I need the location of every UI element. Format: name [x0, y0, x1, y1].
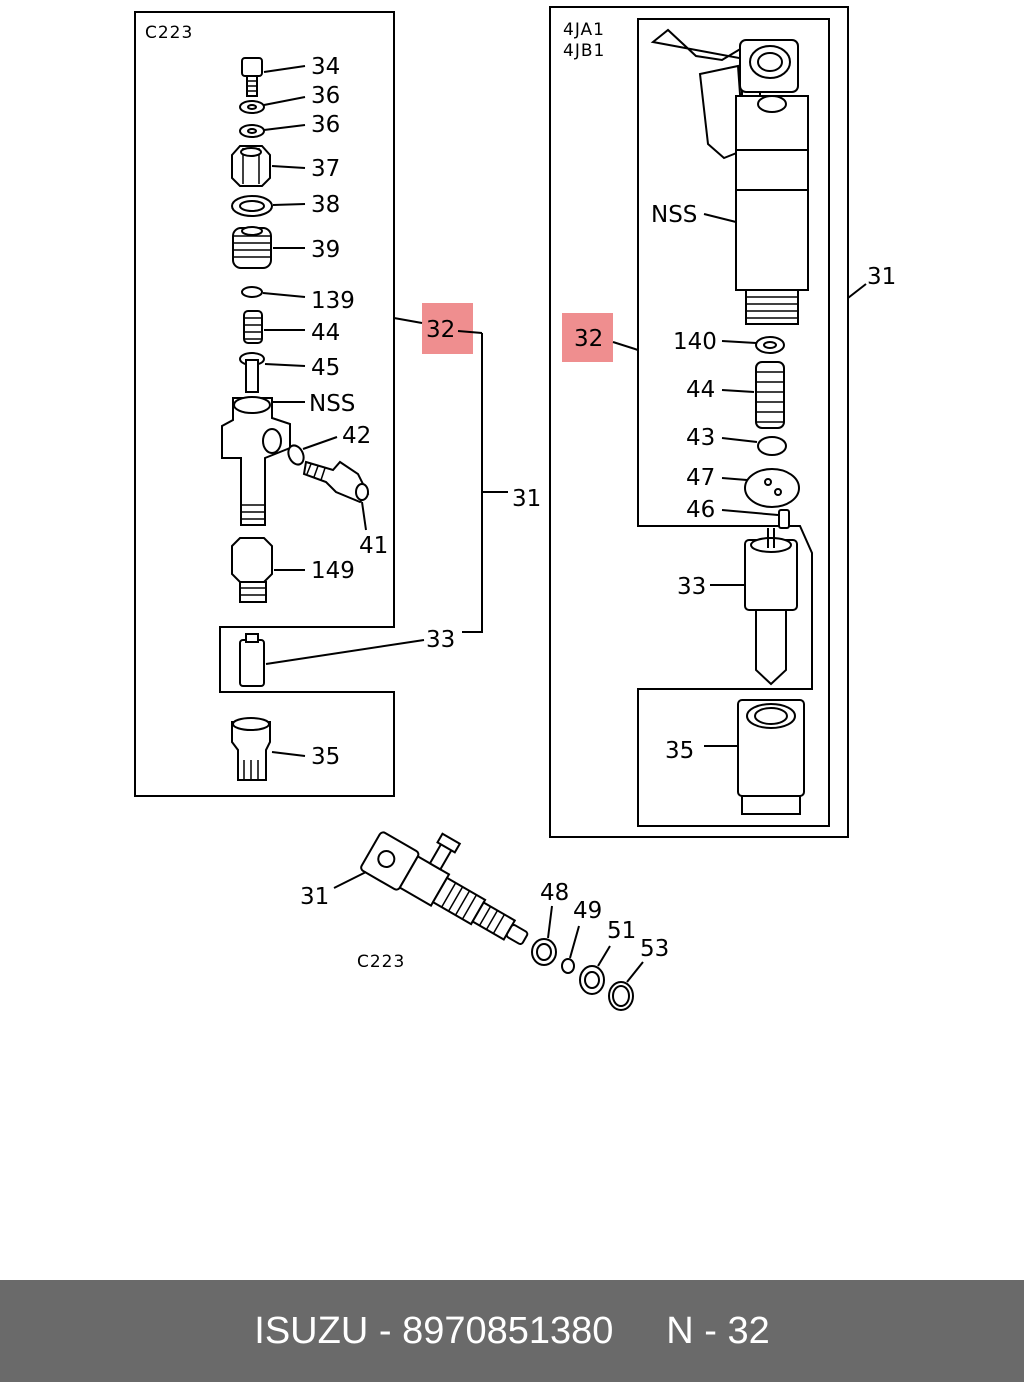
label-35-left: 35 — [311, 744, 340, 770]
label-49: 49 — [573, 898, 602, 924]
footer-page-number: 32 — [727, 1309, 770, 1352]
bottom-caption: C223 — [357, 952, 405, 972]
right-panel: 4JA1 4JB1 — [549, 6, 896, 838]
label-31-center: 31 — [512, 486, 541, 512]
label-46: 46 — [686, 497, 715, 523]
label-139: 139 — [311, 288, 355, 314]
right-caption-line1: 4JA1 — [563, 20, 605, 40]
label-35-right: 35 — [665, 738, 694, 764]
label-32-right: 32 — [574, 326, 603, 352]
label-149: 149 — [311, 558, 355, 584]
label-34: 34 — [311, 54, 340, 80]
label-31-right: 31 — [867, 264, 896, 290]
label-42: 42 — [342, 423, 371, 449]
footer-separator: - — [378, 1309, 392, 1352]
label-36a: 36 — [311, 83, 340, 109]
footer-brand: ISUZU — [254, 1309, 369, 1352]
label-39: 39 — [311, 237, 340, 263]
label-140: 140 — [673, 329, 717, 355]
center-callouts: 32 31 — [393, 303, 541, 633]
label-37: 37 — [311, 156, 340, 182]
label-nss-left: NSS — [309, 391, 355, 417]
left-panel: C223 — [134, 11, 455, 797]
label-nss-right: NSS — [651, 202, 697, 228]
label-31-bottom: 31 — [300, 884, 329, 910]
label-44: 44 — [311, 320, 340, 346]
label-48: 48 — [540, 880, 569, 906]
label-43: 43 — [686, 425, 715, 451]
label-45: 45 — [311, 355, 340, 381]
label-33-right: 33 — [677, 574, 706, 600]
highlight-box-left — [422, 303, 473, 354]
footer-bar: ISUZU - 8970851380 N - 32 — [0, 1280, 1024, 1382]
parts-diagram: C223 — [134, 6, 896, 1011]
label-47: 47 — [686, 465, 715, 491]
label-41: 41 — [359, 533, 388, 559]
label-51: 51 — [607, 918, 636, 944]
label-36b: 36 — [311, 112, 340, 138]
bottom-assembly: 31 C223 48 49 51 53 — [300, 831, 669, 1011]
label-44-right: 44 — [686, 377, 715, 403]
label-38: 38 — [311, 192, 340, 218]
footer-page-prefix: N — [666, 1309, 694, 1352]
label-32-left: 32 — [426, 317, 455, 343]
highlight-box-right — [562, 313, 613, 362]
footer-page-separator: - — [704, 1309, 717, 1352]
label-33-left: 33 — [426, 627, 455, 653]
left-panel-caption: C223 — [145, 23, 193, 43]
right-caption-line2: 4JB1 — [563, 41, 605, 61]
label-53: 53 — [640, 936, 669, 962]
footer-part-number: 8970851380 — [402, 1309, 614, 1352]
